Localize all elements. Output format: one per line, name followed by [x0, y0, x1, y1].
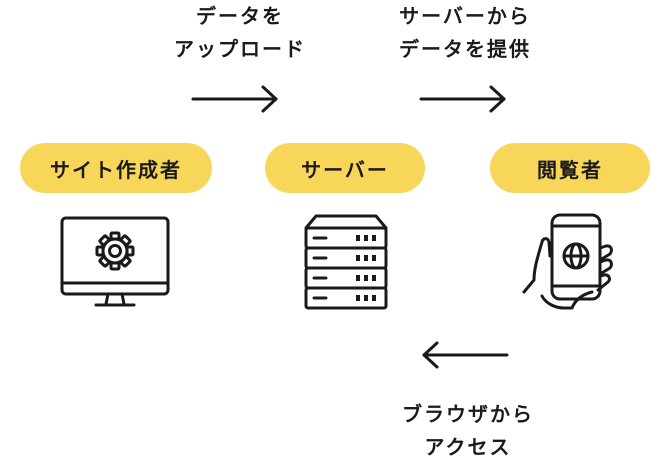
- serve-caption-line-2: データを提供: [399, 37, 531, 61]
- serve-caption-line-1: サーバーから: [399, 4, 531, 28]
- site-creator-label: サイト作成者: [20, 143, 212, 193]
- serve-caption: サーバーから データを提供: [365, 0, 565, 66]
- upload-caption-line-1: データを: [196, 4, 284, 28]
- access-caption: ブラウザから アクセス: [368, 398, 568, 464]
- server-rack-icon: [304, 214, 388, 310]
- arrow-left-icon: [422, 341, 509, 369]
- access-caption-line-2: アクセス: [424, 435, 512, 459]
- globe-icon: [562, 242, 590, 270]
- arrow-right-icon: [191, 85, 278, 113]
- access-caption-line-1: ブラウザから: [402, 402, 534, 426]
- monitor-gear-icon: [60, 216, 170, 307]
- upload-caption-line-2: アップロード: [174, 37, 306, 61]
- server-label: サーバー: [265, 143, 425, 193]
- smartphone-globe-icon: [522, 213, 613, 310]
- upload-caption: データを アップロード: [140, 0, 340, 66]
- arrow-right-icon: [419, 85, 506, 113]
- viewer-label: 閲覧者: [490, 143, 650, 193]
